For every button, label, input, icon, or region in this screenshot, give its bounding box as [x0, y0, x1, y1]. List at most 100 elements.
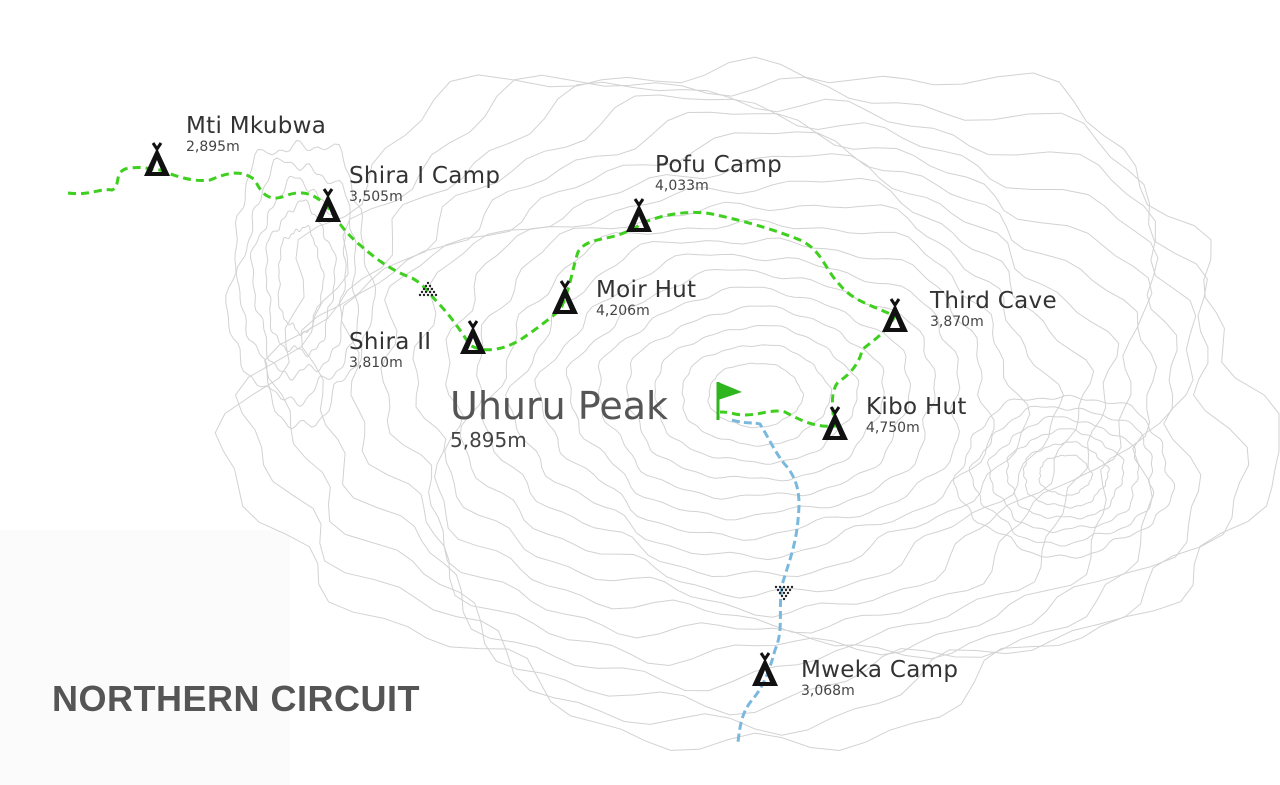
campsite-tent-icon	[315, 188, 341, 222]
contour-line	[986, 415, 1140, 534]
camp-elevation: 2,895m	[186, 139, 240, 155]
contour-line	[1006, 428, 1125, 520]
marker-dot	[426, 287, 430, 291]
marker-dot	[422, 287, 426, 291]
contour-line	[444, 177, 1095, 618]
contour-line	[597, 286, 912, 500]
marker-dot	[778, 585, 782, 589]
difficulty-marker-1	[418, 281, 438, 297]
campsite-tent-icon	[626, 198, 652, 232]
marker-dot	[790, 585, 794, 589]
campsite-tent-icon	[822, 406, 848, 440]
marker-dot	[426, 281, 430, 285]
marker-dot	[786, 585, 790, 589]
camp-name: Mti Mkubwa	[186, 113, 327, 139]
camp-elevation: 3,505m	[349, 189, 403, 205]
contour-line	[952, 394, 1176, 559]
camp-name: Shira II	[349, 329, 432, 355]
marker-dot	[424, 290, 428, 294]
camp-elevation: 4,750m	[866, 420, 920, 436]
marker-dot	[430, 293, 434, 297]
camp-elevation: 3,068m	[801, 683, 855, 699]
contour-line	[235, 157, 360, 408]
contour-lines	[214, 56, 1280, 752]
contour-line	[968, 405, 1155, 547]
camp-name: Pofu Camp	[655, 152, 782, 178]
ascent-route	[67, 165, 898, 428]
contour-line	[340, 111, 1158, 667]
camp-name: Third Cave	[930, 288, 1057, 314]
contour-line	[265, 199, 337, 358]
marker-dot	[430, 287, 434, 291]
campsite-tent-icon	[144, 142, 170, 176]
marker-dot	[788, 588, 792, 592]
difficulty-marker-2	[774, 585, 794, 601]
camp-label-mti-mkubwa: Mti Mkubwa 2,895m	[186, 113, 326, 155]
contour-line	[681, 344, 833, 447]
campsite-tent-icon	[752, 652, 778, 686]
marker-dot	[434, 293, 438, 297]
map-shade	[0, 530, 290, 785]
flag-icon	[716, 382, 742, 420]
marker-dot	[778, 591, 782, 595]
contour-line	[1038, 454, 1094, 497]
contour-line	[264, 81, 1202, 716]
contour-line	[479, 218, 1031, 578]
camp-label-mweka-camp: Mweka Camp 3,068m	[801, 657, 958, 699]
contour-line	[277, 225, 325, 337]
camp-label-third-cave: Third Cave 3,870m	[930, 288, 1057, 330]
camp-elevation: 4,206m	[596, 303, 650, 319]
marker-dot	[428, 284, 432, 288]
contour-line	[300, 94, 1178, 692]
marker-dot	[782, 591, 786, 595]
camp-elevation: 3,870m	[930, 314, 984, 330]
camp-elevation: 4,033m	[655, 178, 709, 194]
contour-line	[505, 237, 995, 561]
marker-dot	[784, 588, 788, 592]
marker-dot	[418, 293, 422, 297]
camp-label-moir-hut: Moir Hut 4,206m	[596, 277, 696, 319]
campsite-tent-icon	[460, 320, 486, 354]
marker-dot	[786, 591, 790, 595]
contour-line	[626, 305, 885, 482]
contour-line	[707, 362, 805, 429]
camp-label-pofu-camp: Pofu Camp 4,033m	[655, 152, 782, 194]
contour-line	[1022, 441, 1110, 509]
camp-elevation: 3,810m	[349, 355, 403, 371]
marker-dot	[780, 594, 784, 598]
descent-route	[731, 418, 801, 743]
camp-label-shira-i: Shira I Camp 3,505m	[349, 163, 500, 205]
camp-name: Kibo Hut	[866, 394, 967, 420]
campsite-tent-icon	[882, 298, 908, 332]
marker-dot	[774, 585, 778, 589]
contour-line	[214, 56, 1280, 752]
contour-line	[225, 140, 377, 430]
marker-dot	[782, 597, 786, 601]
marker-dot	[784, 594, 788, 598]
marker-dot	[420, 290, 424, 294]
marker-dot	[780, 588, 784, 592]
contour-line	[412, 153, 1120, 634]
marker-dot	[782, 585, 786, 589]
summit-name: Uhuru Peak	[450, 384, 668, 428]
marker-dot	[776, 588, 780, 592]
route-title: NORTHERN CIRCUIT	[52, 678, 420, 719]
contour-line	[380, 131, 1139, 647]
camp-name: Moir Hut	[596, 277, 697, 303]
marker-dot	[426, 293, 430, 297]
camp-label-shira-ii: Shira II 3,810m	[349, 329, 431, 371]
camp-name: Mweka Camp	[801, 657, 959, 683]
contour-line	[565, 268, 937, 521]
summit-label: Uhuru Peak 5,895m	[450, 384, 668, 452]
contour-line	[459, 201, 1064, 599]
camp-name: Shira I Camp	[349, 163, 501, 189]
marker-dot	[422, 293, 426, 297]
summit-elevation: 5,895m	[450, 428, 527, 452]
contour-line	[250, 175, 347, 381]
camp-label-kibo-hut: Kibo Hut 4,750m	[866, 394, 967, 436]
contour-line	[534, 253, 961, 541]
contour-line	[654, 324, 860, 465]
contour-line	[234, 74, 1250, 736]
